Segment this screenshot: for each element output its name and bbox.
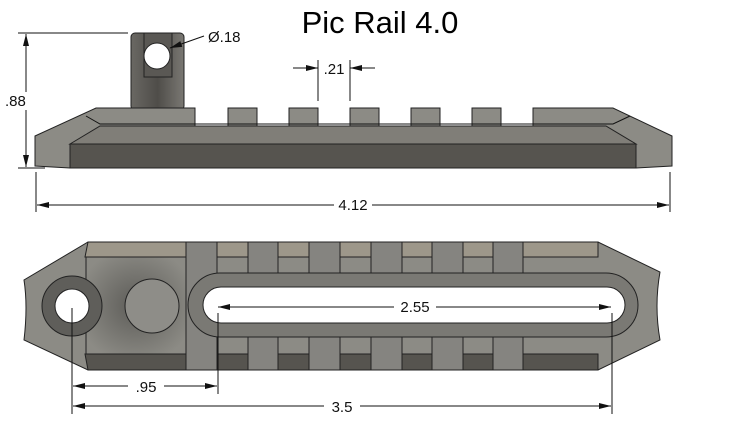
rail-front-face [69,143,637,169]
bottom-view [23,241,661,371]
slot-spacing-label: .21 [324,61,345,78]
slot-length-label: 2.55 [400,299,429,316]
post-plug [124,278,180,334]
dimension-hole-to-slot-end: 3.5 [73,397,611,416]
dimension-hole-to-slot: .95 [73,377,217,396]
height-label: .88 [5,93,26,110]
hole-diameter-label: Ø.18 [208,29,241,46]
overall-length-label: 4.12 [338,197,367,214]
hole-to-slot-label: .95 [136,379,157,396]
dimension-slot-spacing: .21 [293,60,375,101]
dimension-hole: Ø.18 [169,29,241,49]
drawing-title: Pic Rail 4.0 [302,5,459,40]
dimension-overall-length: 4.12 [35,172,671,214]
side-view [34,32,673,169]
dimension-height: .88 [5,32,128,169]
hole-to-slot-end-label: 3.5 [332,399,353,416]
dimension-slot-length: 2.55 [218,298,611,316]
post-hole [143,42,171,70]
